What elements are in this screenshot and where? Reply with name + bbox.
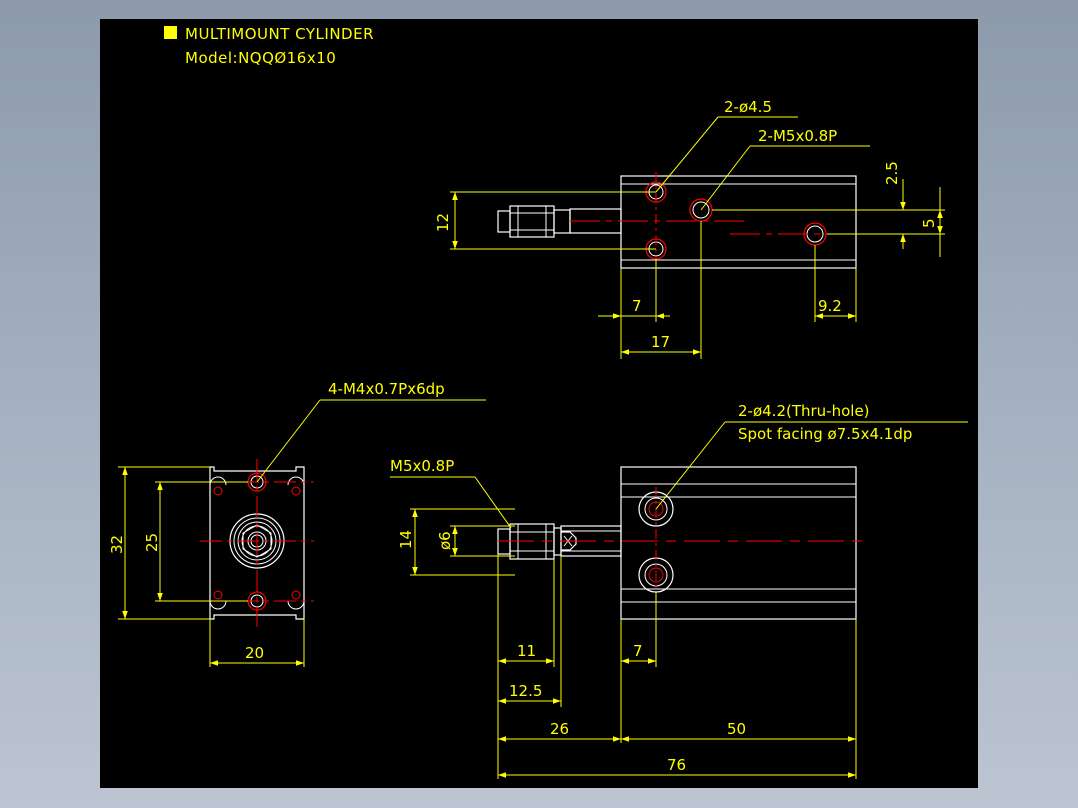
top-dim-5: 5	[920, 218, 938, 228]
top-dim-17: 17	[651, 333, 670, 351]
side-view: 14 ø6 11 12.5 7 26 50 76 M5x0.8P 2-ø4.2(…	[390, 402, 968, 779]
drawing-title: MULTIMOUNT CYLINDER	[185, 25, 374, 43]
drawing-canvas: MULTIMOUNT CYLINDER Model:NQQØ16x10	[100, 19, 978, 788]
top-callout-hole-dia: 2-ø4.5	[724, 98, 772, 116]
side-dim-11: 11	[517, 642, 536, 660]
side-dim-dia-6: ø6	[436, 531, 454, 550]
end-dim-32: 32	[108, 535, 126, 554]
side-callout-thru-hole: 2-ø4.2(Thru-hole)	[738, 402, 870, 420]
side-dim-76: 76	[667, 756, 686, 774]
end-rod-hex-nut	[242, 524, 272, 558]
top-view: 12 2.5 5 7 17 9.2 2-ø4.5 2-M5x0.8P	[434, 98, 945, 359]
side-dim-26: 26	[550, 720, 569, 738]
end-dim-20: 20	[245, 644, 264, 662]
title-marker-square	[164, 26, 177, 39]
top-view-nut	[509, 205, 555, 238]
side-callout-rod-thread: M5x0.8P	[390, 457, 454, 475]
top-dim-7: 7	[632, 297, 642, 315]
top-dim-2-5: 2.5	[883, 161, 901, 185]
top-callout-thread: 2-M5x0.8P	[758, 127, 837, 145]
side-callout-spot-facing: Spot facing ø7.5x4.1dp	[738, 425, 912, 443]
side-dim-50: 50	[727, 720, 746, 738]
top-dim-12: 12	[434, 213, 452, 232]
side-dim-7: 7	[633, 642, 643, 660]
top-dim-9-2: 9.2	[818, 297, 842, 315]
side-dim-14: 14	[397, 530, 415, 549]
end-dim-25: 25	[143, 533, 161, 552]
side-dim-12-5: 12.5	[509, 682, 542, 700]
cad-drawing: MULTIMOUNT CYLINDER Model:NQQØ16x10	[108, 25, 968, 779]
end-view: 32 25 20 4-M4x0.7Px6dp	[108, 380, 486, 667]
model-number: Model:NQQØ16x10	[185, 49, 336, 67]
end-callout-thread: 4-M4x0.7Px6dp	[328, 380, 445, 398]
